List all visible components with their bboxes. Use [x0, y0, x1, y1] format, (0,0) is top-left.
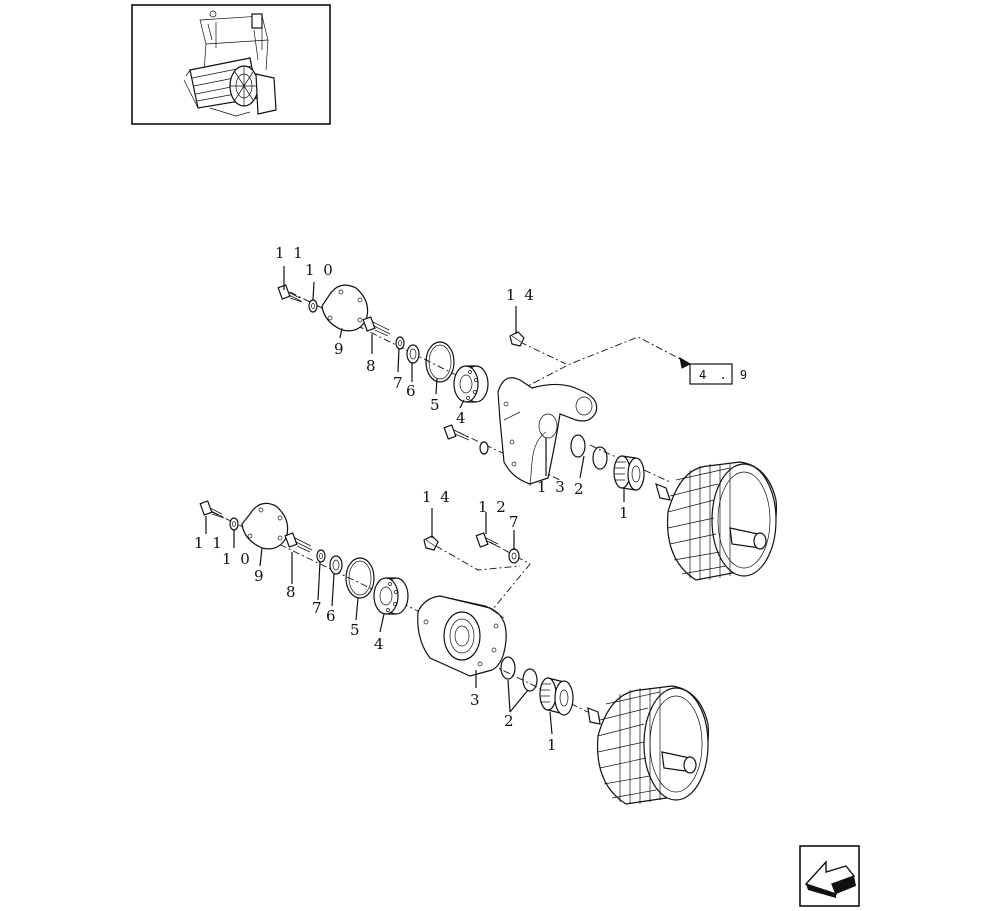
- lower-label-11: 1 1: [194, 534, 224, 552]
- lower-part-1-hub[interactable]: [539, 677, 574, 716]
- lower-part-2-rings[interactable]: [500, 656, 538, 692]
- lower-part-12-bolt[interactable]: [475, 532, 500, 548]
- upper-label-4: 4: [456, 409, 468, 427]
- upper-part-4-bearing[interactable]: [453, 365, 489, 403]
- lower-part-5-circlip[interactable]: [345, 557, 375, 599]
- lower-part-8-bolt[interactable]: [284, 532, 313, 553]
- lower-label-6: 6: [326, 607, 338, 625]
- lower-label-10: 1 0: [222, 550, 252, 568]
- upper-label-5: 5: [430, 396, 442, 414]
- upper-label-14: 1 4: [506, 286, 536, 304]
- lower-label-3: 3: [470, 691, 482, 709]
- lower-label-7b: 7: [509, 513, 521, 531]
- upper-feed-roller: [655, 461, 778, 581]
- upper-label-13: 1 3: [537, 478, 567, 496]
- lower-label-7: 7: [312, 599, 324, 617]
- lower-label-4: 4: [374, 635, 386, 653]
- upper-assembly: 4 . 9 1 1 1 0 9 8 7 6 5 4 1 4 1 3 2 1: [275, 244, 778, 581]
- lower-label-8: 8: [286, 583, 298, 601]
- machine-overview-icon: [183, 10, 277, 117]
- upper-part-2-rings[interactable]: [570, 434, 608, 470]
- lower-part-7-washer[interactable]: [316, 549, 326, 563]
- reference-box[interactable]: 4 . 9: [689, 363, 750, 385]
- upper-label-8: 8: [366, 357, 378, 375]
- lower-part-14-grease-fitting[interactable]: [423, 535, 439, 551]
- upper-label-10: 1 0: [305, 261, 335, 279]
- upper-part-14-grease-fitting[interactable]: [509, 331, 525, 347]
- upper-label-2: 2: [574, 480, 586, 498]
- lower-label-5: 5: [350, 621, 362, 639]
- lower-part-11-bolt[interactable]: [199, 500, 225, 519]
- lower-assembly: 1 1 1 0 9 8 7 6 5 4 1 4 1 2 7 3 2 1: [194, 488, 710, 805]
- lower-part-10-washer[interactable]: [229, 517, 239, 531]
- previous-page-arrow-icon: [804, 860, 856, 898]
- lower-label-12: 1 2: [478, 498, 508, 516]
- upper-part-10-washer[interactable]: [308, 299, 318, 313]
- upper-part-13-bracket[interactable]: [497, 377, 598, 487]
- lower-part-9-cover[interactable]: [241, 502, 289, 550]
- lower-feed-roller: [587, 685, 710, 805]
- lower-part-6-ring[interactable]: [329, 555, 343, 575]
- reference-label: 4 . 9: [699, 368, 750, 382]
- machine-overview-inset[interactable]: [131, 4, 331, 125]
- lower-part-7-small-washer[interactable]: [508, 548, 520, 564]
- lower-part-4-bearing[interactable]: [373, 577, 409, 615]
- upper-bracket-bolt[interactable]: [443, 424, 489, 455]
- upper-label-11: 1 1: [275, 244, 305, 262]
- lower-label-1: 1: [547, 736, 559, 754]
- upper-label-9: 9: [334, 340, 346, 358]
- upper-part-6-ring[interactable]: [406, 344, 420, 364]
- previous-page-button[interactable]: [799, 845, 860, 907]
- upper-label-1: 1: [619, 504, 631, 522]
- upper-part-1-hub[interactable]: [613, 455, 645, 491]
- upper-part-8-bolt[interactable]: [362, 316, 391, 337]
- lower-label-14: 1 4: [422, 488, 452, 506]
- upper-label-7: 7: [393, 374, 405, 392]
- upper-part-9-cover[interactable]: [321, 284, 369, 332]
- upper-label-6: 6: [406, 382, 418, 400]
- lower-label-9: 9: [254, 567, 266, 585]
- lower-label-2: 2: [504, 712, 516, 730]
- upper-part-7-washer[interactable]: [395, 336, 405, 350]
- upper-part-5-circlip[interactable]: [425, 341, 455, 383]
- lower-part-3-housing[interactable]: [417, 595, 507, 677]
- upper-part-11-bolt[interactable]: [277, 284, 303, 303]
